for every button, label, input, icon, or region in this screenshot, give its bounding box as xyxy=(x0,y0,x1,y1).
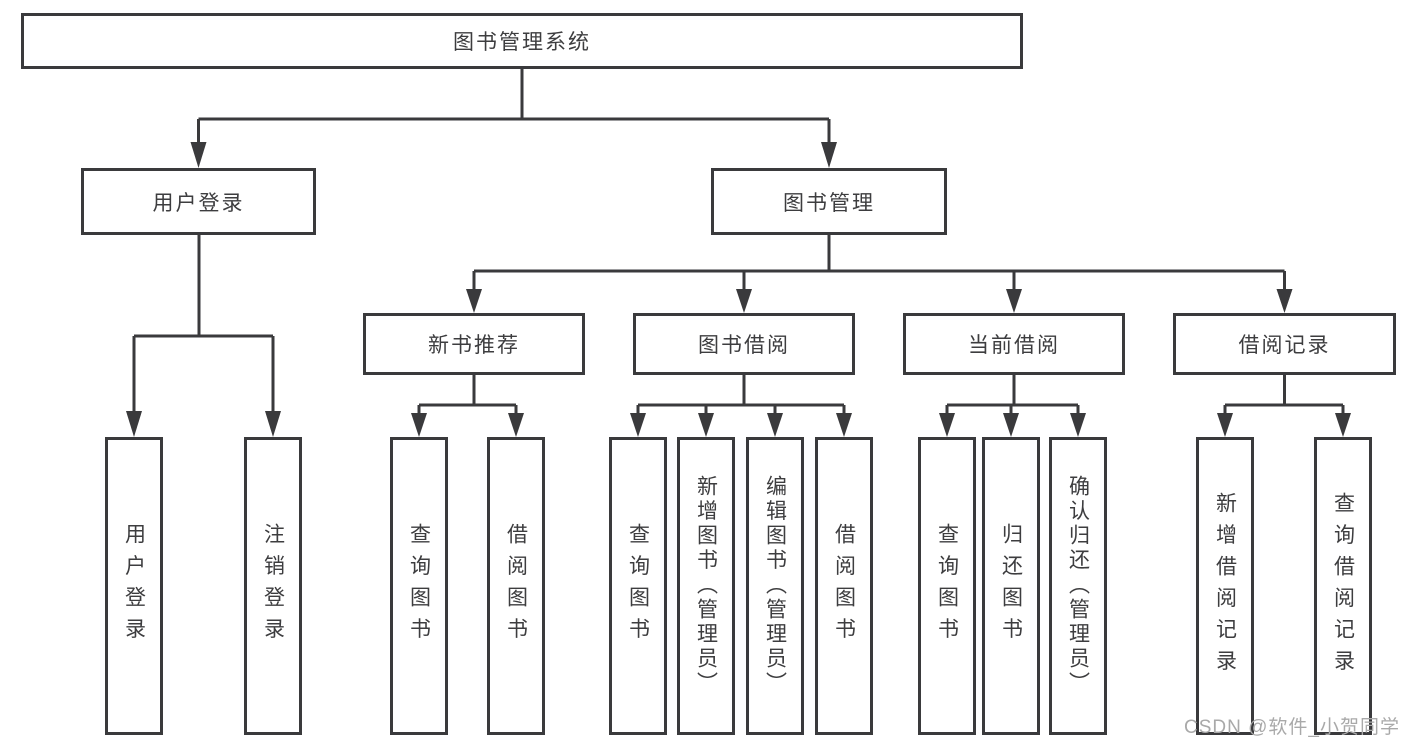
leaf-cb-query-books: 查询图书 xyxy=(918,437,976,735)
node-label: 图书管理 xyxy=(783,191,875,215)
leaf-nb-query-books: 查询图书 xyxy=(390,437,448,735)
connector-borrow-records-to-leaves xyxy=(1217,375,1351,437)
node-user-login: 用户登录 xyxy=(81,168,316,235)
node-label: 查询图书 xyxy=(935,523,959,649)
node-root: 图书管理系统 xyxy=(21,13,1023,69)
node-borrowing-records: 借阅记录 xyxy=(1173,313,1396,375)
connector-book-mgmt-to-level3 xyxy=(466,235,1293,313)
connector-root-to-level2 xyxy=(190,69,837,168)
leaf-bb-edit-books-admin: 编辑图书（管理员） xyxy=(746,437,804,735)
node-label: 借阅记录 xyxy=(1238,334,1331,357)
node-label: 确认归还（管理员） xyxy=(1066,475,1090,697)
leaf-bb-query-books: 查询图书 xyxy=(609,437,667,735)
leaf-nb-borrow-books: 借阅图书 xyxy=(487,437,545,735)
node-label: 新书推荐 xyxy=(428,334,520,357)
node-label: 查询图书 xyxy=(407,523,431,649)
connector-new-books-to-leaves xyxy=(411,375,524,437)
node-label: 图书管理系统 xyxy=(453,31,591,54)
connector-current-borrow-to-leaves xyxy=(939,375,1086,437)
node-current-borrowing: 当前借阅 xyxy=(903,313,1125,375)
connector-user-login-to-leaves xyxy=(126,235,281,437)
leaf-bb-borrow-books: 借阅图书 xyxy=(815,437,873,735)
node-book-borrowing: 图书借阅 xyxy=(633,313,855,375)
node-label: 编辑图书（管理员） xyxy=(763,475,787,697)
leaf-logout: 注销登录 xyxy=(244,437,302,735)
node-label: 新增借阅记录 xyxy=(1213,491,1237,681)
node-label: 归还图书 xyxy=(999,523,1023,649)
leaf-br-query-record: 查询借阅记录 xyxy=(1314,437,1372,735)
node-new-book-recommend: 新书推荐 xyxy=(363,313,585,375)
node-label: 注销登录 xyxy=(261,523,285,649)
node-label: 用户登录 xyxy=(122,523,146,649)
csdn-watermark: CSDN @软件_小贺同学 xyxy=(1184,717,1400,738)
node-label: 当前借阅 xyxy=(968,334,1060,357)
node-label: 查询借阅记录 xyxy=(1331,491,1355,681)
leaf-cb-confirm-return-admin: 确认归还（管理员） xyxy=(1049,437,1107,735)
leaf-br-add-record: 新增借阅记录 xyxy=(1196,437,1254,735)
connector-book-borrow-to-leaves xyxy=(630,375,852,437)
leaf-cb-return-books: 归还图书 xyxy=(982,437,1040,735)
leaf-user-login: 用户登录 xyxy=(105,437,163,735)
node-label: 借阅图书 xyxy=(832,523,856,649)
node-label: 图书借阅 xyxy=(698,334,790,357)
leaf-bb-add-books-admin: 新增图书（管理员） xyxy=(677,437,735,735)
node-label: 新增图书（管理员） xyxy=(694,475,718,697)
node-book-management: 图书管理 xyxy=(711,168,947,235)
node-label: 用户登录 xyxy=(152,191,245,215)
node-label: 查询图书 xyxy=(626,523,650,649)
node-label: 借阅图书 xyxy=(504,523,528,649)
